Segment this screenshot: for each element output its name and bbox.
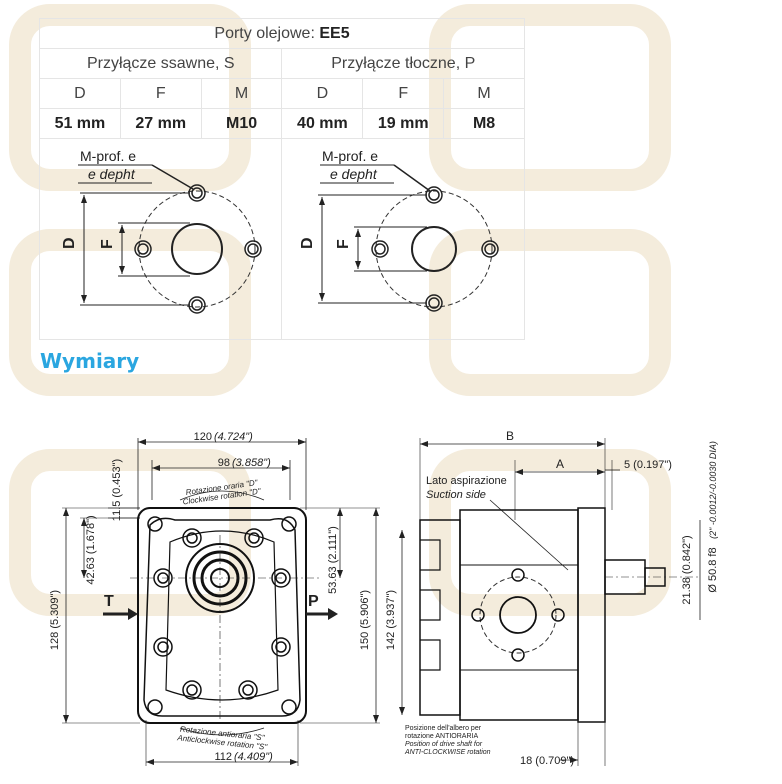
f-label: F (99, 239, 116, 249)
dimension-drawing: 120 (4.724") 98 (3.858") Rotazione orari… (49, 429, 719, 767)
value-cell: 51 mm (39, 108, 121, 139)
e-depth-label: e depht (330, 166, 378, 182)
col-label: F (362, 78, 445, 109)
suction-port-diagram: M-prof. e e depht (61, 148, 262, 314)
col-label: F (119, 78, 202, 109)
section-heading: Wymiary (40, 349, 140, 373)
col-label: M (443, 78, 525, 109)
shaft-note-3: Position of drive shaft for (405, 741, 483, 748)
port-p-label: P (308, 593, 319, 610)
lato-aspirazione: Lato aspirazione (426, 475, 507, 487)
dim-center-left: 42.63 (1.678") (85, 515, 97, 584)
m-prof-label: M-prof. e (80, 148, 136, 164)
dim-inner-top: 98 (218, 457, 230, 469)
oil-ports-table: Porty olejowe: EE5 Przyłącze ssawne, S P… (38, 18, 525, 340)
col-label: D (39, 78, 121, 109)
caption-code: EE5 (319, 24, 350, 42)
dim-top-offset: 11.5 (0.453") (111, 459, 123, 521)
value-cell: 40 mm (281, 108, 364, 139)
d-label: D (61, 237, 78, 249)
dim-5: 5 (0.197") (624, 459, 672, 471)
dim-width-top: 120 (194, 431, 212, 443)
dim-142: 142 (3.937") (385, 590, 397, 650)
caption-prefix: Porty olejowe: (214, 24, 320, 42)
dim-b-label: B (506, 429, 514, 443)
dim-21: 21.38 (0.842") (681, 535, 693, 604)
dim-center-right: 53.63 (2.111") (327, 526, 339, 594)
e-depth-label: e depht (88, 166, 136, 182)
value-cell: 19 mm (362, 108, 445, 139)
dim-width-top-in: (4.724") (214, 431, 253, 443)
dim-a-label: A (556, 457, 564, 471)
d-label: D (299, 237, 316, 249)
shaft-note-4: ANTI-CLOCKWISE rotation (404, 749, 491, 756)
suction-side: Suction side (426, 489, 486, 501)
dim-bottom-width-in: (4.409") (234, 751, 273, 763)
f-label: F (335, 239, 352, 249)
pressure-header: Przyłącze tłoczne, P (281, 48, 525, 79)
port-t-label: T (104, 593, 114, 610)
col-label: D (281, 78, 364, 109)
dim-shaft: Ø 50.8 f8 (707, 547, 719, 592)
value-cell: M10 (200, 108, 283, 139)
suction-port-diagram-cell: M-prof. e e depht (38, 138, 283, 340)
pressure-port-diagram: M-prof. e e depht (299, 148, 500, 312)
dim-inner-top-in: (3.858") (232, 457, 271, 469)
side-view: B A 5 (0.197") Lato aspirazione Suction … (385, 429, 719, 767)
dim-left-height: 128 (5.309") (49, 590, 61, 650)
value-cell: M8 (443, 108, 525, 139)
shaft-note-2: rotazione ANTIORARIA (405, 733, 478, 740)
dim-18: 18 (0.709") (520, 755, 574, 767)
dim-bottom-width: 112 (214, 751, 232, 763)
shaft-note-1: Posizione dell'albero per (405, 725, 482, 732)
pressure-port-diagram-cell: M-prof. e e depht (281, 138, 525, 340)
col-label: M (200, 78, 283, 109)
table-caption: Porty olejowe: EE5 (39, 18, 525, 49)
dim-right-height: 150 (5.906") (359, 590, 371, 650)
m-prof-label: M-prof. e (322, 148, 378, 164)
dim-shaft-in: (2" -0.0012/-0.0030 DIA) (708, 441, 718, 539)
suction-header: Przyłącze ssawne, S (38, 48, 283, 79)
value-cell: 27 mm (119, 108, 202, 139)
front-view: 120 (4.724") 98 (3.858") Rotazione orari… (49, 431, 380, 766)
